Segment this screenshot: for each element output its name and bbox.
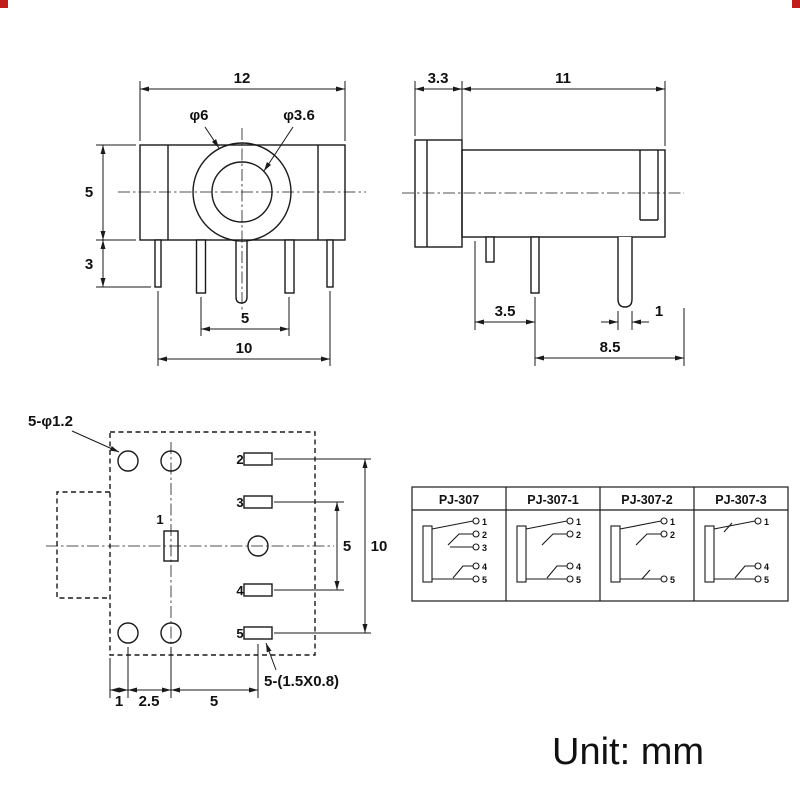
dim-outer-pin-span: 10 (236, 340, 253, 357)
pcb-outline (56, 431, 316, 656)
schematic-pj307-1: 1 2 4 5 (516, 517, 581, 585)
side-view-pins (485, 236, 633, 308)
front-view: 12 φ6 φ3.6 5 3 5 10 (85, 70, 366, 366)
side-view-body (414, 139, 666, 248)
pcb-holes (117, 450, 269, 644)
schematic-pin-label: 4 (764, 562, 769, 572)
pcb-dimensions: 5-φ1.2 1 2 3 4 5 5 10 1 2.5 5 5-(1.5X0.8… (28, 413, 387, 710)
corner-mark (792, 0, 800, 8)
pad-number-4: 4 (236, 583, 244, 598)
dim-pin-offset: 3.5 (495, 303, 516, 320)
schematic-pin-label: 5 (576, 575, 581, 585)
schematic-pin-label: 1 (764, 517, 769, 527)
dim-body-width: 12 (234, 70, 251, 87)
dim-pad-pitch: 5 (343, 538, 351, 555)
schematic-pin-label: 4 (482, 562, 487, 572)
dim-hole-pitch: 2.5 (139, 693, 160, 710)
pcb-centerlines (46, 442, 334, 650)
label-inner-diameter: φ3.6 (283, 107, 315, 124)
front-view-pins (154, 239, 334, 304)
table-header-pj307-1: PJ-307-1 (527, 493, 578, 507)
pad-number-2: 2 (236, 452, 243, 467)
label-pad-size: 5-(1.5X0.8) (264, 673, 339, 690)
label-mount-holes: 5-φ1.2 (28, 413, 73, 430)
front-view-body (139, 144, 346, 241)
dim-pad-span: 10 (371, 538, 388, 555)
pad-number-3: 3 (236, 495, 243, 510)
schematic-pin-label: 4 (576, 562, 581, 572)
pad-number-1: 1 (156, 512, 163, 527)
schematic-pin-label: 1 (482, 517, 487, 527)
dim-inner-pin-span: 5 (241, 310, 249, 327)
schematic-pin-label: 5 (670, 575, 675, 585)
table-header-pj307-2: PJ-307-2 (621, 493, 672, 507)
dim-pin-width: 1 (655, 303, 663, 320)
schematic-pj307-3: 1 4 5 (704, 517, 769, 585)
pcb-view: 5-φ1.2 1 2 3 4 5 5 10 1 2.5 5 5-(1.5X0.8… (28, 413, 387, 710)
schematic-pin-label: 3 (482, 543, 487, 553)
unit-label: Unit: mm (552, 731, 704, 773)
schematic-pin-label: 2 (670, 530, 675, 540)
table-header-pj307: PJ-307 (439, 493, 479, 507)
table-header-pj307-3: PJ-307-3 (715, 493, 766, 507)
side-view: 3.3 11 3.5 1 8.5 (402, 70, 685, 366)
side-view-dimensions: 3.3 11 3.5 1 8.5 (414, 70, 685, 366)
dim-pin-span: 8.5 (600, 339, 621, 356)
dim-body-depth: 11 (555, 70, 571, 87)
front-view-dimensions: 12 φ6 φ3.6 5 3 5 10 (85, 70, 346, 366)
schematic-pin-label: 1 (670, 517, 675, 527)
table-grid (411, 486, 789, 602)
dim-edge-offset: 1 (115, 693, 123, 710)
pad-number-5: 5 (236, 626, 243, 641)
schematic-pin-label: 1 (576, 517, 581, 527)
dim-flange-depth: 3.3 (428, 70, 449, 87)
schematic-pin-label: 2 (576, 530, 581, 540)
schematic-pj307-2: 1 2 5 (610, 517, 675, 585)
front-view-centerlines (118, 128, 366, 312)
dim-pad-offset: 5 (210, 693, 218, 710)
schematic-pin-label: 5 (764, 575, 769, 585)
label-outer-diameter: φ6 (189, 107, 208, 124)
dim-body-height: 5 (85, 184, 93, 201)
variants-table: PJ-307 PJ-307-1 PJ-307-2 PJ-307-3 1 2 3 … (411, 486, 789, 602)
schematic-pin-label: 2 (482, 530, 487, 540)
dim-pin-length: 3 (85, 256, 93, 273)
schematic-pj307: 1 2 3 4 5 (422, 517, 487, 585)
schematic-pin-label: 5 (482, 575, 487, 585)
corner-mark (0, 0, 8, 8)
